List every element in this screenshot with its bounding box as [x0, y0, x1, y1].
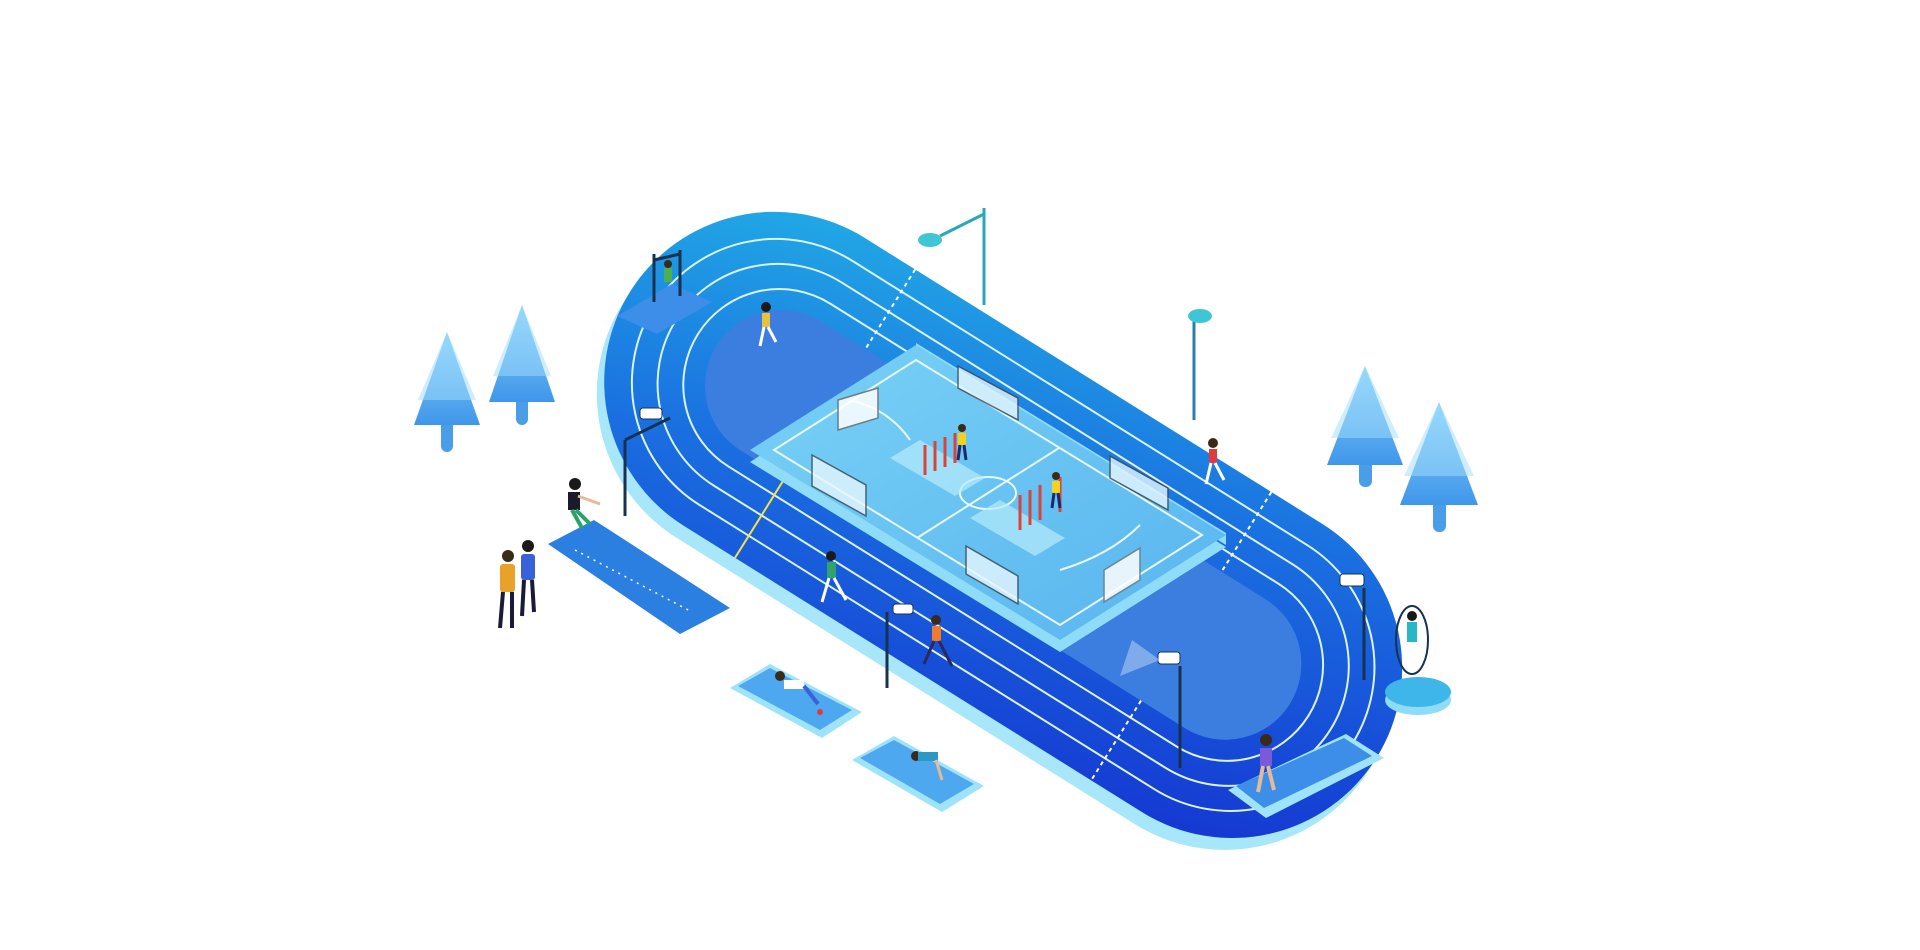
pushup-mat	[852, 736, 984, 812]
goal-bottom-right	[1103, 546, 1141, 604]
security-camera-right	[1339, 573, 1366, 680]
light-pole-top	[918, 208, 986, 305]
long-jump-mat	[548, 520, 730, 634]
footballer-1	[956, 424, 968, 461]
runner-right	[1204, 438, 1226, 485]
situp-person	[775, 671, 823, 715]
situp-mat	[730, 664, 862, 738]
sprinter-mat-person	[1256, 734, 1276, 793]
light-pole-right	[1188, 309, 1212, 420]
runner-left	[820, 551, 848, 603]
coach-pair	[498, 540, 536, 629]
goal-bottom-left	[965, 544, 1019, 606]
security-camera-bottom	[1120, 640, 1182, 768]
sprint-mat	[1228, 734, 1384, 818]
goal-right	[1109, 454, 1169, 512]
jump-rope-platform	[1385, 605, 1451, 715]
pushup-person	[911, 751, 944, 781]
pullup-mat	[617, 250, 712, 334]
goal-top-left	[837, 386, 879, 432]
runner-top	[758, 302, 778, 347]
tree-4	[1400, 402, 1478, 532]
agility-poles-1	[923, 433, 957, 475]
goal-left	[811, 453, 867, 518]
security-camera-center	[885, 603, 914, 688]
tree-1	[414, 332, 480, 452]
goal-top-right	[957, 364, 1019, 422]
footballer-2	[1050, 472, 1062, 509]
tree-2	[489, 305, 555, 425]
runner-bottom	[922, 615, 954, 667]
long-jumper	[568, 478, 601, 529]
security-camera-left	[623, 407, 671, 516]
tree-3	[1327, 366, 1403, 487]
